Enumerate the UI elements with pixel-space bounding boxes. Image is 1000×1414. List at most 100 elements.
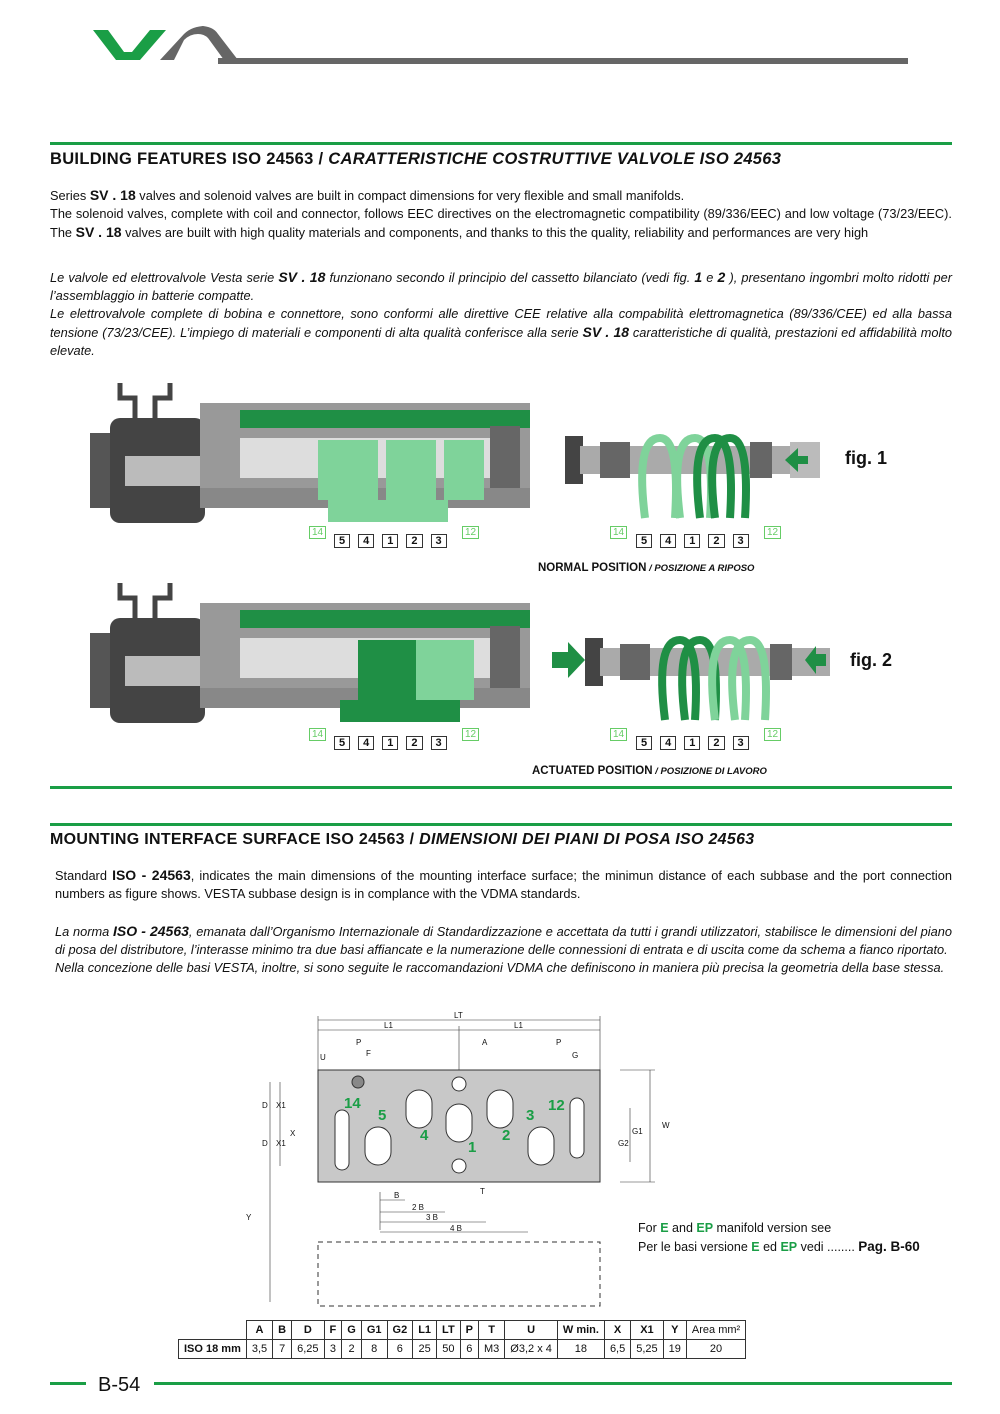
table-row: ISO 18 mm 3,5 7 6,25 3 2 8 6 25 50 6 M3 … — [178, 1339, 747, 1359]
port-number: 12 — [548, 1097, 565, 1114]
spool-normal — [565, 433, 820, 519]
table-header: B — [272, 1320, 293, 1340]
dim-label: B — [394, 1191, 399, 1200]
port-1: 1 — [684, 736, 701, 750]
port-number: 3 — [526, 1107, 534, 1124]
port-2: 2 — [406, 534, 423, 548]
series-code: SV . 18 — [89, 187, 136, 203]
text: , emanata dall’Organismo Internazionale … — [55, 924, 952, 957]
table-header: G — [341, 1320, 362, 1340]
port-number: 2 — [502, 1127, 510, 1144]
dim-label: X1 — [276, 1139, 286, 1148]
section1-paragraph-en: Series SV . 18 valves and solenoid valve… — [50, 186, 952, 242]
port-2: 2 — [406, 736, 423, 750]
table-cell: 18 — [556, 1339, 605, 1359]
text: For — [638, 1221, 661, 1235]
dim-label: D — [262, 1139, 268, 1148]
fig-ref: 1 — [694, 269, 703, 285]
version-code: EP — [696, 1221, 714, 1235]
dim-label: X — [290, 1129, 296, 1138]
text: manifold version see — [713, 1221, 832, 1235]
text: and — [668, 1221, 697, 1235]
port-1: 1 — [684, 534, 701, 548]
fig-ref: 2 — [717, 269, 726, 285]
hole — [451, 1158, 467, 1174]
dim-label: Y — [246, 1213, 252, 1222]
port-number: 4 — [420, 1127, 429, 1144]
table-header — [178, 1320, 247, 1340]
port-number: 14 — [344, 1095, 361, 1112]
text: Le valvole ed elettrovalvole Vesta serie — [50, 270, 279, 285]
table-cell: 8 — [360, 1339, 388, 1359]
table-cell: 6,25 — [291, 1339, 325, 1359]
series-code: SV . 18 — [75, 224, 122, 240]
section1-title-it: CARATTERISTICHE COSTRUTTIVE VALVOLE ISO … — [328, 150, 782, 168]
logo-a-shape — [160, 26, 238, 60]
table-header: Area mm² — [685, 1320, 747, 1340]
series-code: SV . 18 — [582, 324, 630, 340]
slot — [527, 1126, 555, 1166]
table-header: W min. — [556, 1320, 605, 1340]
dim-label: X1 — [276, 1101, 286, 1110]
dim-label: P — [356, 1038, 361, 1047]
slot — [405, 1089, 433, 1129]
table-header: X — [603, 1320, 632, 1340]
table-header: LT — [436, 1320, 461, 1340]
table-header: P — [459, 1320, 480, 1340]
dim-label: G2 — [618, 1139, 629, 1148]
table-cell: 6 — [459, 1339, 480, 1359]
table-header: G1 — [360, 1320, 388, 1340]
table-header: Y — [662, 1320, 687, 1340]
port-14: 14 — [309, 728, 327, 741]
port-14: 14 — [309, 526, 327, 539]
port-3: 3 — [430, 534, 447, 548]
dim-label: W — [662, 1121, 670, 1130]
valve-section-actuated — [90, 583, 530, 723]
adjacent-base-outline — [317, 1241, 601, 1307]
section2-paragraph-it: La norma ISO - 24563, emanata dall’Organ… — [55, 922, 952, 977]
footer-rule-left — [50, 1382, 86, 1385]
port-12: 12 — [764, 728, 782, 741]
dim-label: L1 — [514, 1021, 523, 1030]
caption-actuated-position: ACTUATED POSITION / POSIZIONE DI LAVORO — [532, 765, 767, 777]
port-14: 14 — [610, 526, 628, 539]
table-cell: Ø3,2 x 4 — [504, 1339, 558, 1359]
section1-title-en: BUILDING FEATURES ISO 24563 — [50, 150, 314, 168]
text: caratteristiche di qualità, prestazioni … — [50, 325, 952, 358]
table-cell: 3 — [323, 1339, 343, 1359]
table-header: F — [323, 1320, 343, 1340]
caption-en: ACTUATED POSITION — [532, 765, 653, 777]
dim-label: 4 B — [450, 1224, 462, 1233]
port-row-fig2-spool: 5 4 1 2 3 — [636, 736, 749, 750]
slot — [334, 1109, 350, 1171]
table-header: L1 — [412, 1320, 438, 1340]
port-4: 4 — [358, 534, 375, 548]
manifold-note-en: For E and EP manifold version see — [638, 1221, 831, 1235]
port-4: 4 — [660, 534, 677, 548]
section2-top-rule — [50, 823, 952, 826]
text: , indicates the main dimensions of the m… — [55, 868, 952, 901]
table-header: X1 — [630, 1320, 664, 1340]
table-header: A — [245, 1320, 274, 1340]
section2-paragraph-en: Standard ISO - 24563, indicates the main… — [55, 866, 952, 903]
version-code: EP — [780, 1240, 798, 1254]
valve-figures — [90, 378, 830, 788]
port-3: 3 — [732, 534, 749, 548]
table-cell: 5,25 — [630, 1339, 664, 1359]
table-cell: 3,5 — [245, 1339, 274, 1359]
dim-label: U — [320, 1053, 326, 1062]
port-2: 2 — [708, 534, 725, 548]
port-12: 12 — [462, 728, 480, 741]
port-5: 5 — [636, 534, 653, 548]
dim-label: G — [572, 1051, 578, 1060]
caption-it: / POSIZIONE A RIPOSO — [646, 563, 755, 574]
mounting-interface-drawing: 14 5 4 1 2 3 12 LT L1 L1 P F A P G U — [246, 1012, 670, 1307]
manifold-note-it: Per le basi versione E ed EP vedi ......… — [638, 1239, 920, 1254]
port-row-fig2: 5 4 1 2 3 — [334, 736, 447, 750]
dim-label: P — [556, 1038, 561, 1047]
row-label: ISO 18 mm — [178, 1339, 247, 1359]
page-reference[interactable]: Pag. B-60 — [858, 1239, 920, 1254]
section2-title-en: MOUNTING INTERFACE SURFACE ISO 24563 — [50, 831, 405, 848]
version-code: E — [660, 1221, 669, 1235]
text: vedi ........ — [797, 1240, 859, 1254]
